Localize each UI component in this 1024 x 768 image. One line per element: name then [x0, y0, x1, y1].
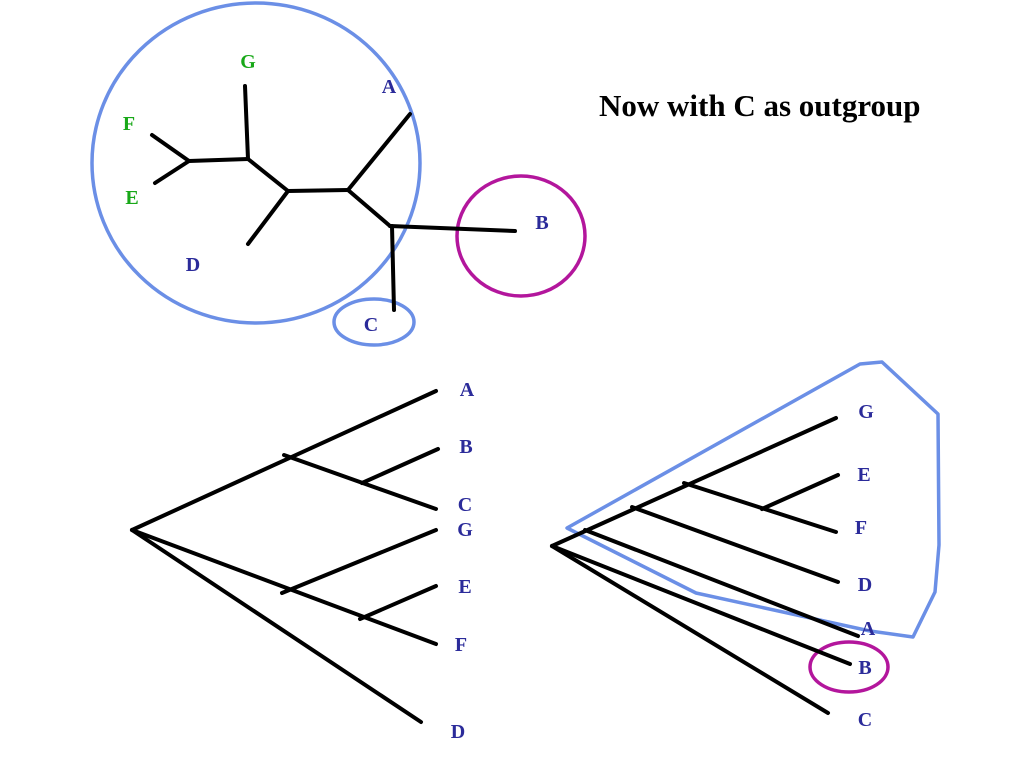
branch-fe-g	[187, 157, 250, 163]
branch-d	[630, 505, 840, 584]
branch-root-f	[130, 528, 438, 646]
label-c: C	[364, 314, 378, 336]
label-b: B	[858, 657, 871, 679]
ingroup-outline-circle	[90, 1, 422, 325]
label-c: C	[458, 494, 472, 516]
label-a: A	[460, 379, 475, 401]
rooted-tree-right: G E F D A B C	[550, 360, 941, 731]
branch-b	[388, 224, 517, 233]
b-highlight-circle	[808, 640, 890, 694]
label-b: B	[535, 212, 548, 234]
branch-internal-1	[246, 157, 290, 193]
branch-node-c	[282, 453, 438, 511]
label-g: G	[240, 51, 256, 73]
label-g: G	[457, 519, 473, 541]
branch-c	[550, 544, 830, 715]
branch-d	[246, 189, 290, 246]
branch-a	[583, 528, 860, 638]
label-a: A	[861, 618, 876, 640]
ingroup-outline-polygon	[565, 360, 941, 639]
label-e: E	[857, 464, 870, 486]
branch-g	[243, 84, 250, 161]
branch-a	[346, 112, 412, 192]
branch-e	[760, 473, 840, 511]
branch-root-a	[130, 389, 438, 532]
branch-c	[390, 224, 396, 312]
label-d: D	[858, 574, 872, 596]
label-b: B	[459, 436, 472, 458]
branch-g	[280, 528, 438, 595]
slide-title: Now with C as outgroup	[599, 88, 921, 123]
branch-g	[550, 416, 838, 548]
b-highlight-circle	[455, 174, 587, 298]
label-f: F	[123, 113, 135, 135]
branch-d	[130, 528, 423, 724]
branch-e	[153, 159, 191, 185]
label-d: D	[186, 254, 200, 276]
branch-e	[358, 584, 438, 621]
branch-internal-2	[286, 188, 350, 193]
branch-internal-3	[346, 188, 392, 228]
label-g: G	[858, 401, 874, 423]
unrooted-tree: G F E D A B C	[90, 1, 587, 347]
label-e: E	[458, 576, 471, 598]
label-e: E	[125, 187, 138, 209]
branch-b	[550, 544, 852, 666]
label-d: D	[451, 721, 465, 743]
label-a: A	[382, 76, 397, 98]
branch-b	[360, 447, 440, 485]
branch-f	[150, 133, 191, 163]
label-c: C	[858, 709, 872, 731]
branch-f	[682, 481, 838, 534]
rooted-tree-left: A B C G E F D	[130, 379, 475, 743]
label-f: F	[455, 634, 467, 656]
label-f: F	[855, 517, 867, 539]
c-highlight-circle	[332, 297, 416, 347]
